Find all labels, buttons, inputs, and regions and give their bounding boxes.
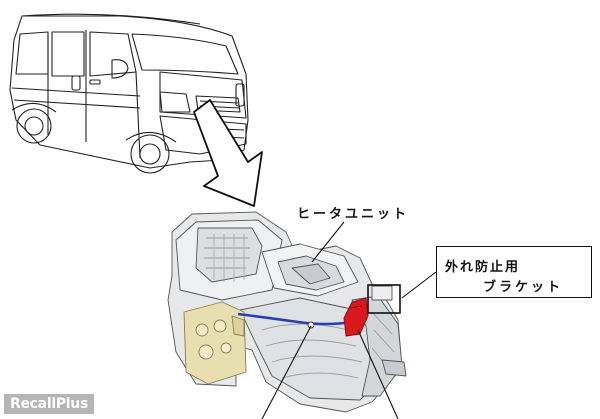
leader-lines bbox=[261, 221, 437, 419]
heater-unit-label: ヒータユニット bbox=[297, 207, 410, 222]
bracket-part bbox=[343, 297, 369, 337]
bracket-callout-line2: ブラケット bbox=[483, 280, 564, 295]
bracket-highlight-box bbox=[367, 284, 401, 314]
zoom-arrow bbox=[193, 99, 263, 207]
blower-panel bbox=[183, 301, 247, 385]
control-cable bbox=[237, 312, 353, 329]
heater-unit-illustration bbox=[167, 211, 407, 413]
watermark-logo: RecallPlus bbox=[4, 394, 94, 414]
bracket-callout-box: 外れ防止用 ブラケット bbox=[436, 246, 592, 298]
bracket-callout-line1: 外れ防止用 bbox=[445, 260, 521, 275]
van-illustration bbox=[9, 13, 249, 174]
